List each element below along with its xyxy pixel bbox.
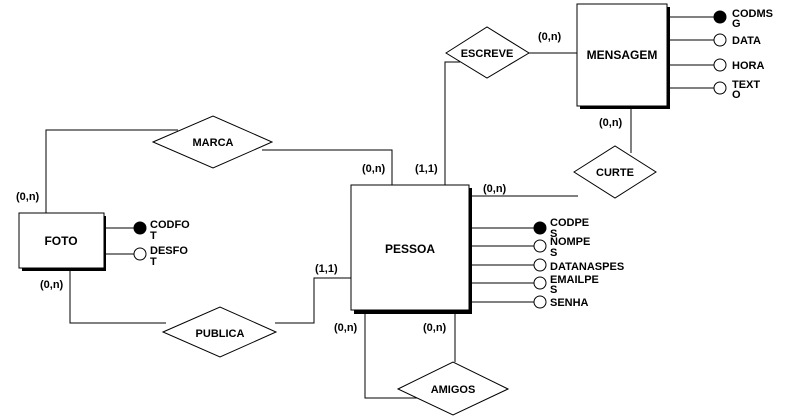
relationship-curte-label: CURTE (596, 167, 634, 179)
attr-marker-codpes (533, 221, 547, 235)
relationship-publica[interactable]: PUBLICA (161, 306, 278, 358)
attr-label-nomepes: NOMPE (550, 236, 590, 248)
connector-foto-publica (69, 268, 166, 324)
attr-marker-codmsg (713, 10, 727, 24)
attr-label-codfoto-2: T (150, 230, 157, 242)
relationship-amigos-label: AMIGOS (431, 384, 476, 396)
attr-label-codfoto: CODFO (150, 219, 190, 231)
attr-label-desfoto: DESFO (150, 245, 188, 257)
attr-marker-codfoto (133, 221, 147, 235)
connector-marca-pessoa (262, 149, 393, 185)
attr-label-data: DATA (732, 35, 761, 47)
attr-marker-nomepes (533, 239, 547, 253)
attr-label-emailpes: EMAILPE (550, 274, 599, 286)
relationship-amigos[interactable]: AMIGOS (396, 361, 510, 416)
cardinality-foto-publica: (0,n) (40, 279, 64, 291)
attr-label-codpes-2: S (550, 228, 557, 240)
relationship-escreve-label: ESCREVE (461, 48, 514, 60)
attr-marker-senha (533, 295, 547, 309)
relationship-marca[interactable]: MARCA (151, 115, 274, 169)
attr-label-codmsg: CODMS (732, 8, 773, 20)
attr-label-texto-2: O (732, 89, 741, 101)
attr-label-codmsg-2: G (732, 18, 741, 30)
cardinality-mensagem-escreve: (0,n) (538, 31, 562, 43)
attr-marker-data (713, 33, 727, 47)
entity-mensagem-label: MENSAGEM (587, 48, 658, 62)
cardinality-pessoa-publica: (1,1) (315, 263, 338, 275)
cardinality-pessoa-marca: (0,n) (362, 163, 386, 175)
entity-mensagem[interactable]: MENSAGEM (576, 3, 670, 109)
attr-label-nomepes-2: S (550, 247, 557, 259)
attr-label-hora: HORA (732, 60, 764, 72)
cardinality-mensagem-curte: (0,n) (599, 117, 623, 129)
attr-label-texto: TEXT (732, 79, 760, 91)
attr-label-datanaspes: DATANASPES (550, 261, 624, 273)
entity-foto[interactable]: FOTO (18, 212, 106, 271)
cardinality-pessoa-escreve: (1,1) (415, 163, 438, 175)
attr-label-emailpes-2: S (550, 284, 557, 296)
attr-label-codpes: CODPE (550, 217, 589, 229)
attr-marker-datanaspes (533, 258, 547, 272)
entity-foto-label: FOTO (44, 234, 77, 248)
entity-pessoa-label: PESSOA (385, 242, 435, 256)
attr-label-senha: SENHA (550, 297, 589, 309)
attr-marker-desfoto (133, 247, 147, 261)
attr-label-desfoto-2: T (150, 256, 157, 268)
entity-pessoa[interactable]: PESSOA (350, 184, 472, 314)
cardinality-foto-marca: (0,n) (16, 191, 40, 203)
connector-pessoa-amigos-left (364, 310, 420, 399)
attr-marker-texto (713, 81, 727, 95)
cardinality-pessoa-amigos-right: (0,n) (423, 322, 447, 334)
connector-foto-marca (45, 129, 178, 213)
cardinality-pessoa-amigos-left: (0,n) (334, 322, 358, 334)
relationship-marca-label: MARCA (193, 137, 234, 149)
connector-publica-pessoa (275, 277, 351, 324)
connector-pessoa-escreve (444, 61, 460, 185)
attr-marker-hora (713, 58, 727, 72)
cardinality-pessoa-curte: (0,n) (483, 183, 507, 195)
relationship-publica-label: PUBLICA (196, 328, 245, 340)
relationship-curte[interactable]: CURTE (573, 145, 657, 199)
attr-marker-emailpes (533, 276, 547, 290)
relationship-escreve[interactable]: ESCREVE (445, 26, 530, 79)
